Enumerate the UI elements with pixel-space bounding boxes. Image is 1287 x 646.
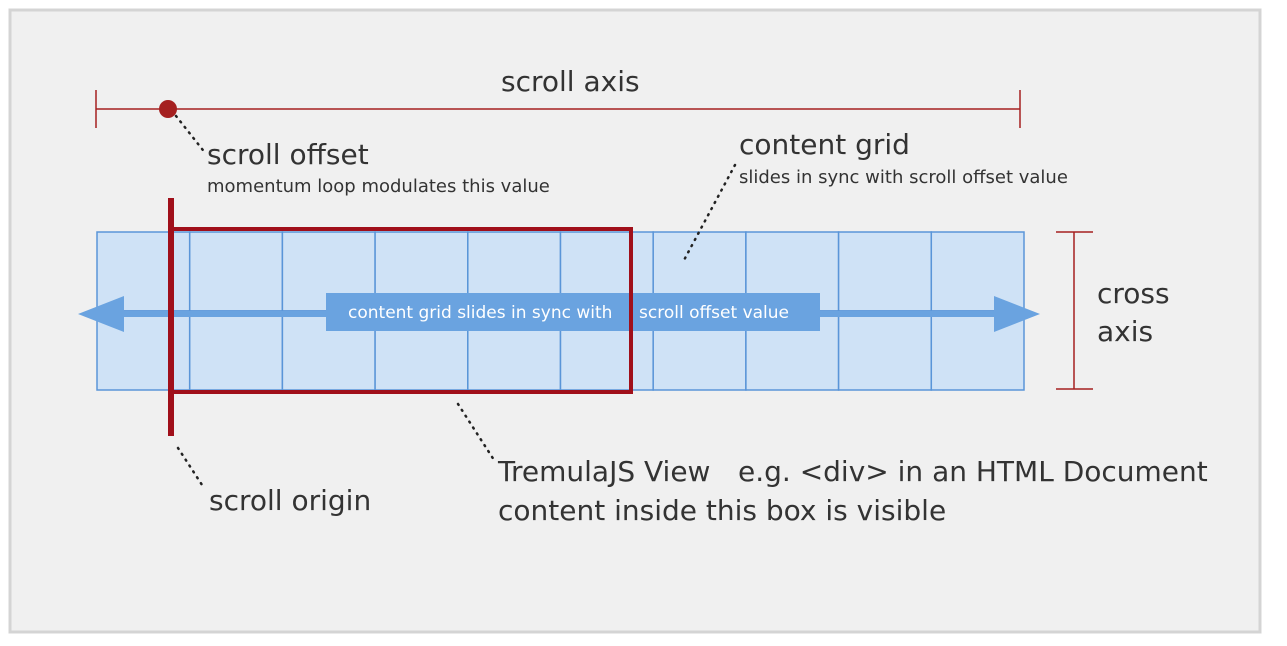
view-example-label: e.g. <div> in an HTML Document [738, 455, 1208, 488]
scroll-axis-line [95, 90, 1021, 128]
band-label-right: scroll offset value [639, 303, 790, 323]
grid-cell [837, 231, 933, 312]
scroll-origin-leader [176, 446, 206, 490]
content-grid-sublabel: slides in sync with scroll offset value [739, 167, 1068, 188]
view-box-leader [456, 402, 496, 462]
scroll-offset-leader [174, 114, 208, 156]
grid-cell [930, 231, 1025, 312]
content-grid-label: content grid [739, 128, 910, 161]
cross-axis-label-line1: cross [1097, 277, 1170, 310]
scroll-offset-sublabel: momentum loop modulates this value [207, 176, 550, 197]
cross-axis-line [1056, 231, 1093, 390]
grid-cell [188, 310, 284, 391]
grid-cell [837, 310, 933, 391]
band-label-left: content grid slides in sync with [348, 303, 613, 323]
grid-cell [96, 231, 191, 312]
scroll-origin-label: scroll origin [209, 484, 372, 517]
scroll-offset-marker [159, 100, 177, 118]
scroll-axis-label: scroll axis [501, 65, 640, 98]
grid-cell [188, 231, 284, 312]
view-title-label: TremulaJS View [498, 455, 711, 488]
view-visible-label: content inside this box is visible [498, 494, 947, 527]
slide-label-band [326, 293, 820, 331]
cross-axis-label-line2: axis [1097, 315, 1154, 348]
scroll-offset-label: scroll offset [207, 138, 369, 171]
content-grid-leader [681, 163, 737, 264]
